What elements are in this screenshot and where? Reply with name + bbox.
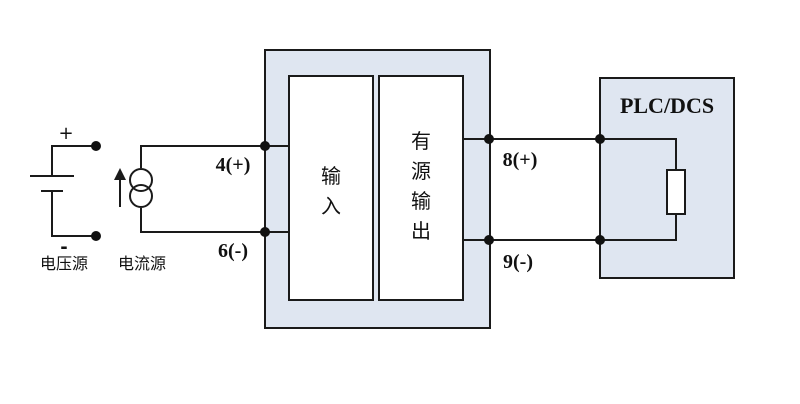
current-source-circle-top <box>129 168 153 192</box>
wire-input-positive <box>140 145 289 168</box>
current-source-circle-bottom <box>129 184 153 208</box>
current-source-label: 电流源 <box>118 254 166 273</box>
voltage-source-terminal-positive <box>91 141 101 151</box>
current-direction-arrow-icon <box>114 168 126 207</box>
load-resistor-icon <box>666 169 686 215</box>
voltage-minus-sign: - <box>60 237 67 258</box>
terminal-6-dot <box>260 227 270 237</box>
terminal-9-label: 9(-) <box>503 251 533 273</box>
terminal-6-label: 6(-) <box>218 240 248 262</box>
plc-dcs-title: PLC/DCS <box>620 93 714 118</box>
voltage-source-label: 电压源 <box>40 254 88 273</box>
output-label-char-4: 出 <box>411 219 431 243</box>
output-label-char-1: 有 <box>411 129 431 153</box>
wire-output-negative <box>463 214 677 241</box>
battery-icon <box>30 145 96 237</box>
terminal-8-label: 8(+) <box>503 149 538 171</box>
output-label-char-2: 源 <box>411 159 431 183</box>
terminal-8-dot <box>484 134 494 144</box>
wire-output-positive <box>463 138 677 170</box>
plc-input-negative-dot <box>595 235 605 245</box>
input-label-char-2: 入 <box>321 194 341 218</box>
input-block <box>288 75 374 301</box>
terminal-4-label: 4(+) <box>216 154 251 176</box>
terminal-4-dot <box>260 141 270 151</box>
voltage-source-terminal-negative <box>91 231 101 241</box>
output-block <box>378 75 464 301</box>
terminal-9-dot <box>484 235 494 245</box>
input-label-char-1: 输 <box>321 164 341 188</box>
wire-input-negative <box>140 208 289 233</box>
voltage-plus-sign: + <box>58 123 73 144</box>
plc-input-positive-dot <box>595 134 605 144</box>
output-label-char-3: 输 <box>411 189 431 213</box>
